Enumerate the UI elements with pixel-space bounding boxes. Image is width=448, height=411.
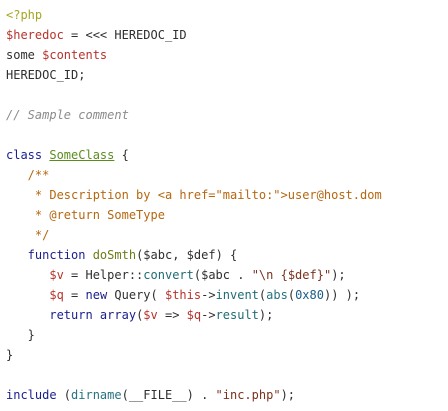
code-line: $q = new Query( $this->invent(abs(0x80))…	[6, 285, 382, 305]
code-token: ->	[201, 288, 216, 302]
code-line: some $contents	[6, 45, 382, 65]
code-token: dirname	[71, 388, 122, 402]
code-line: function doSmth($abc, $def) {	[6, 245, 382, 265]
code-line: <?php	[6, 5, 382, 25]
code-token: (__FILE__) .	[121, 388, 216, 402]
code-line: // Sample comment	[6, 105, 382, 125]
code-token: (	[287, 288, 296, 302]
code-token: abs	[266, 288, 288, 302]
code-token: (	[63, 388, 72, 402]
code-token: )) );	[323, 288, 361, 302]
code-token: $heredoc	[6, 28, 64, 42]
code-token: $def	[186, 248, 216, 262]
code-token: );	[331, 268, 346, 282]
code-line: $v = Helper::convert($abc . "\n {$def}")…	[6, 265, 382, 285]
code-token: (	[136, 248, 144, 262]
code-line: include (dirname(__FILE__) . "inc.php");	[6, 385, 382, 405]
code-token: <?php	[6, 8, 43, 22]
code-token: }	[6, 328, 35, 342]
code-token: new	[85, 288, 108, 302]
code-line: $heredoc = <<< HEREDOC_ID	[6, 25, 382, 45]
code-token: =	[63, 288, 86, 302]
code-token: function	[6, 248, 93, 262]
code-token: * @return SomeType	[6, 208, 165, 222]
code-line: */	[6, 225, 382, 245]
code-token: $abc	[201, 268, 231, 282]
code-line: return array($v => $q->result);	[6, 305, 382, 325]
code-line: * @return SomeType	[6, 205, 382, 225]
code-token: = Helper::	[63, 268, 144, 282]
code-token: (	[136, 308, 144, 322]
code-token: $q	[186, 308, 202, 322]
code-token: "inc.php"	[215, 388, 281, 402]
code-line: class SomeClass {	[6, 145, 382, 165]
code-token: $v	[143, 308, 158, 322]
code-token: include	[6, 388, 64, 402]
code-token: = <<< HEREDOC_ID	[63, 28, 187, 42]
code-token: (	[193, 268, 202, 282]
code-token: ->	[201, 308, 216, 322]
code-token: */	[6, 228, 50, 242]
code-token: );	[280, 388, 296, 402]
code-token: );	[258, 308, 274, 322]
code-token: Query(	[107, 288, 165, 302]
code-token: invent	[215, 288, 259, 302]
code-token	[6, 268, 49, 282]
code-token: HEREDOC_ID;	[6, 68, 86, 82]
code-token: $v	[49, 268, 64, 282]
code-token: some	[6, 48, 43, 62]
code-token: .	[230, 268, 252, 282]
code-token: $abc	[143, 248, 173, 262]
code-line: HEREDOC_ID;	[6, 65, 382, 85]
code-token: (	[258, 288, 267, 302]
code-token: =>	[157, 308, 187, 322]
code-line: }	[6, 325, 382, 345]
code-line: }	[6, 345, 382, 365]
code-line: /**	[6, 165, 382, 185]
code-token: SomeClass	[49, 148, 115, 162]
code-line: ​	[6, 85, 382, 105]
code-line: ​	[6, 125, 382, 145]
code-token: $contents	[42, 48, 108, 62]
code-token: "\n {$def}"	[251, 268, 332, 282]
code-token: convert	[143, 268, 194, 282]
code-token	[6, 288, 49, 302]
code-token: $q	[49, 288, 64, 302]
code-token: doSmth	[92, 248, 137, 262]
code-token	[6, 308, 49, 322]
code-token: return array	[49, 308, 137, 322]
code-token: /**	[6, 168, 50, 182]
code-line: * Description by <a href="mailto:">user@…	[6, 185, 382, 205]
code-token: * Description by <a href="mailto:">user@…	[6, 188, 382, 202]
code-token: ,	[172, 248, 187, 262]
code-token: result	[215, 308, 259, 322]
code-token: $this	[164, 288, 202, 302]
code-token: ) {	[215, 248, 238, 262]
code-token: {	[114, 148, 129, 162]
code-token: }	[6, 348, 14, 362]
code-line: ​	[6, 365, 382, 385]
code-token: 0x80	[295, 288, 324, 302]
code-token: class	[6, 148, 50, 162]
code-token: // Sample comment	[6, 108, 129, 122]
